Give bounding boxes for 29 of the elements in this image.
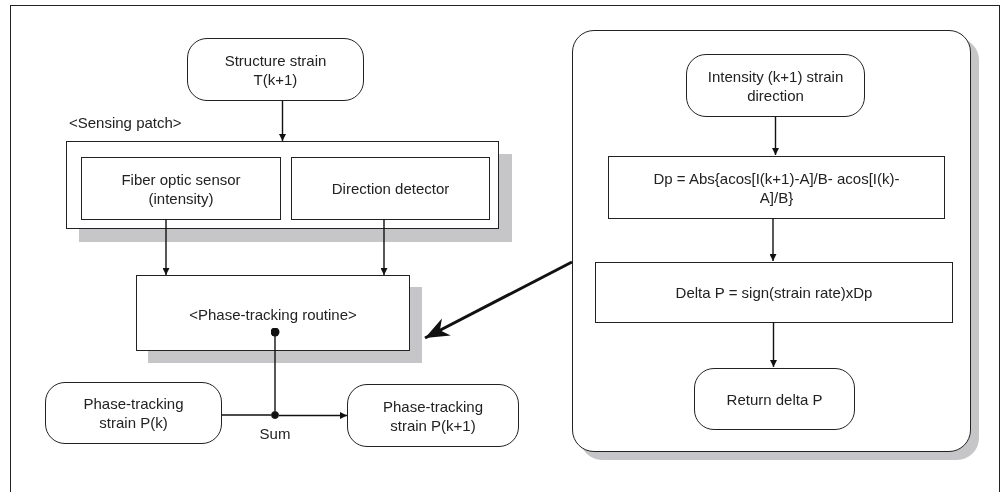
arrow bbox=[162, 218, 170, 276]
arrow bbox=[279, 100, 286, 142]
rounded-box bbox=[686, 54, 865, 117]
arrow bbox=[769, 217, 777, 262]
process-box bbox=[81, 157, 281, 220]
arrow bbox=[278, 412, 348, 419]
box-label: Dp = Abs{acos[I(k+1)-A]/B- acos[I(k)-A]/B} bbox=[652, 168, 901, 207]
box-label: Fiber optic sensor (intensity) bbox=[120, 169, 242, 208]
arrow bbox=[772, 115, 779, 156]
junction-label: Sum bbox=[259, 424, 291, 443]
rounded-box bbox=[187, 38, 364, 101]
process-box bbox=[608, 156, 945, 219]
arrow bbox=[380, 218, 388, 276]
box-label: Direction detector bbox=[331, 179, 450, 198]
rounded-box bbox=[347, 384, 519, 447]
arrow bbox=[770, 321, 777, 368]
box-label: <Phase-tracking routine> bbox=[189, 305, 357, 324]
box-label: Intensity (k+1) strain direction bbox=[706, 66, 845, 105]
rounded-box bbox=[45, 382, 222, 444]
box-label: Phase-tracking strain P(k) bbox=[82, 394, 185, 432]
box-label: Phase-tracking strain P(k+1) bbox=[381, 396, 485, 435]
box-label: Delta P = sign(strain rate)xDp bbox=[675, 283, 873, 302]
process-box bbox=[291, 157, 490, 220]
box-label: Structure strain T(k+1) bbox=[223, 50, 328, 89]
group-heading: <Sensing patch> bbox=[69, 113, 182, 132]
arrow bbox=[424, 260, 573, 340]
box-label: Return delta P bbox=[726, 389, 823, 409]
rounded-box bbox=[694, 368, 855, 430]
process-box bbox=[595, 262, 953, 323]
